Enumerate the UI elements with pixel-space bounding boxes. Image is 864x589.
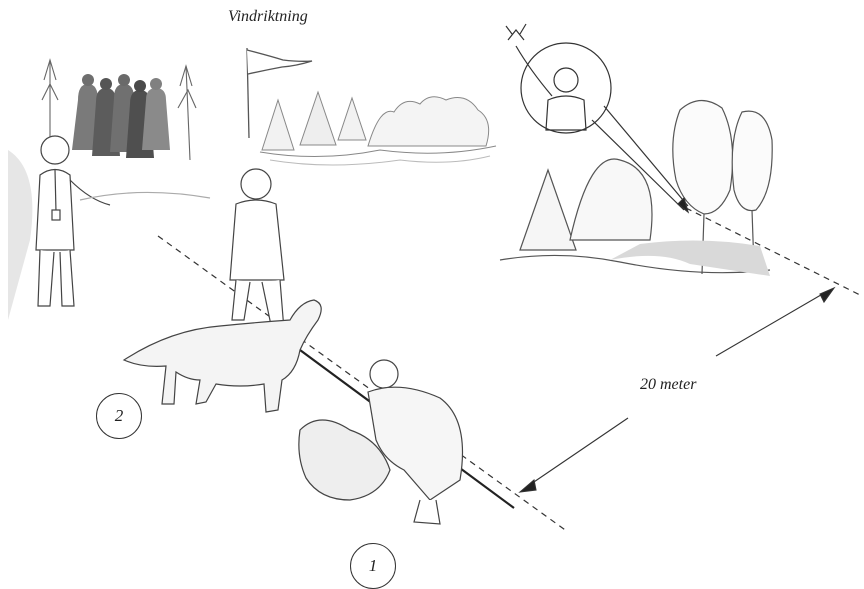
crowd-icon: [72, 74, 170, 158]
distance-label: 20 meter: [640, 376, 696, 394]
tree-icon: [500, 100, 772, 276]
step-marker-1: 1: [350, 543, 396, 589]
helper-with-puppy: [299, 360, 463, 524]
step-marker-2: 2: [96, 393, 142, 439]
wind-direction-label: Vindriktning: [228, 8, 308, 26]
handler-with-dog: [230, 169, 284, 330]
person-icon: [8, 136, 210, 320]
distant-forest: [260, 92, 496, 165]
dog-icon: [124, 300, 321, 412]
